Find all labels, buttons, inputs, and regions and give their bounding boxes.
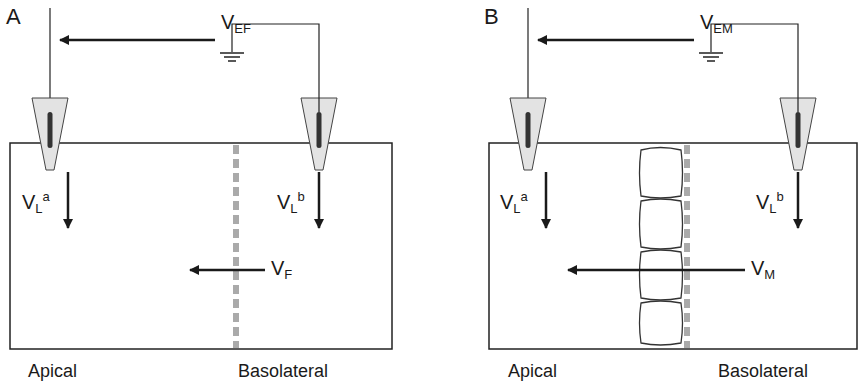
voltage-label: VLa [500,190,528,215]
voltage-label: VEF [221,12,251,35]
voltage-label: VF [271,258,292,281]
side-label: Apical [28,362,77,380]
panel-letter: B [484,6,499,28]
voltage-label: VEM [700,12,733,35]
side-label: Basolateral [718,362,808,380]
panel-letter: A [6,6,21,28]
voltage-label: VLb [756,190,784,215]
voltage-label: VM [751,258,775,281]
panel-a [10,8,392,349]
voltage-label: VLa [22,190,50,215]
panel-b [489,8,857,349]
voltage-label: VLb [277,190,305,215]
cell-layer [640,148,683,346]
side-label: Apical [508,362,557,380]
side-label: Basolateral [238,362,328,380]
